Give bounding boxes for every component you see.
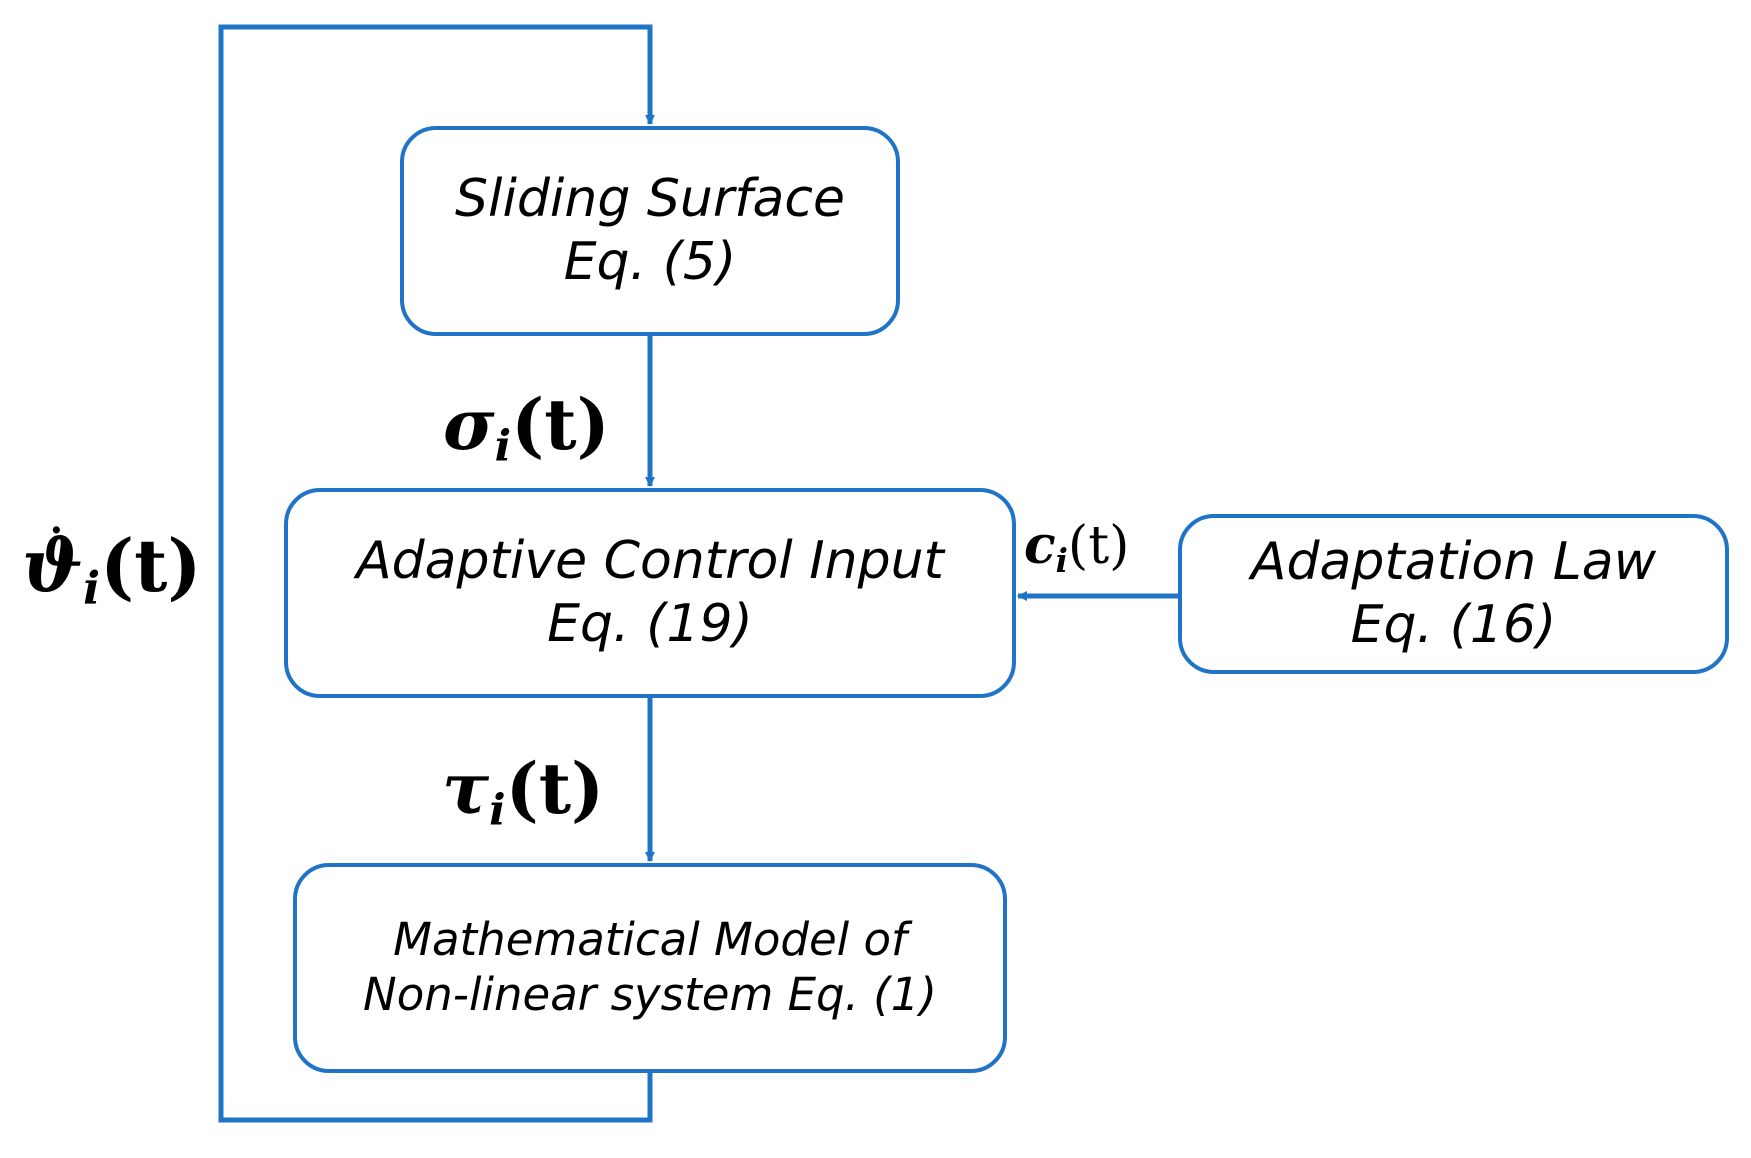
- mathematical-model-block: Mathematical Model of Non-linear system …: [293, 863, 1007, 1073]
- tau-subscript: i: [489, 785, 506, 837]
- adaptation-law-title: Adaptation Law: [1250, 531, 1657, 592]
- sigma-signal-label: σi(t): [443, 390, 610, 469]
- c-argument: (t): [1067, 516, 1130, 576]
- c-signal-label: ci(t): [1024, 520, 1129, 581]
- adaptive-control-equation: Eq. (19): [547, 594, 753, 654]
- theta-dot-signal-label: ϑ˙i(t): [22, 523, 201, 615]
- theta-symbol: ϑ: [22, 523, 84, 608]
- sigma-subscript: i: [494, 421, 512, 473]
- tau-argument: (t): [505, 747, 605, 830]
- tau-signal-label: τi(t): [442, 754, 604, 833]
- theta-subscript: i: [83, 561, 101, 615]
- theta-argument: (t): [100, 523, 202, 608]
- adaptation-law-equation: Eq. (16): [1350, 595, 1557, 655]
- tau-symbol: τ: [442, 747, 490, 830]
- adaptation-law-block: Adaptation Law Eq. (16): [1178, 514, 1729, 674]
- sliding-surface-equation: Eq. (5): [563, 232, 737, 292]
- theta-dot-accent: ˙: [43, 518, 69, 578]
- model-equation: Non-linear system Eq. (1): [363, 968, 937, 1021]
- adaptive-control-title: Adaptive Control Input: [356, 530, 944, 591]
- sigma-argument: (t): [511, 383, 610, 466]
- feedback-line: [218, 24, 655, 1123]
- adaptive-control-input-block: Adaptive Control Input Eq. (19): [284, 488, 1016, 698]
- sigma-symbol: σ: [443, 383, 495, 466]
- c-symbol: c: [1024, 515, 1056, 576]
- c-subscript: i: [1055, 542, 1068, 581]
- sliding-surface-title: Sliding Surface: [455, 168, 845, 229]
- sliding-surface-block: Sliding Surface Eq. (5): [400, 126, 900, 336]
- model-title: Mathematical Model of: [393, 913, 907, 967]
